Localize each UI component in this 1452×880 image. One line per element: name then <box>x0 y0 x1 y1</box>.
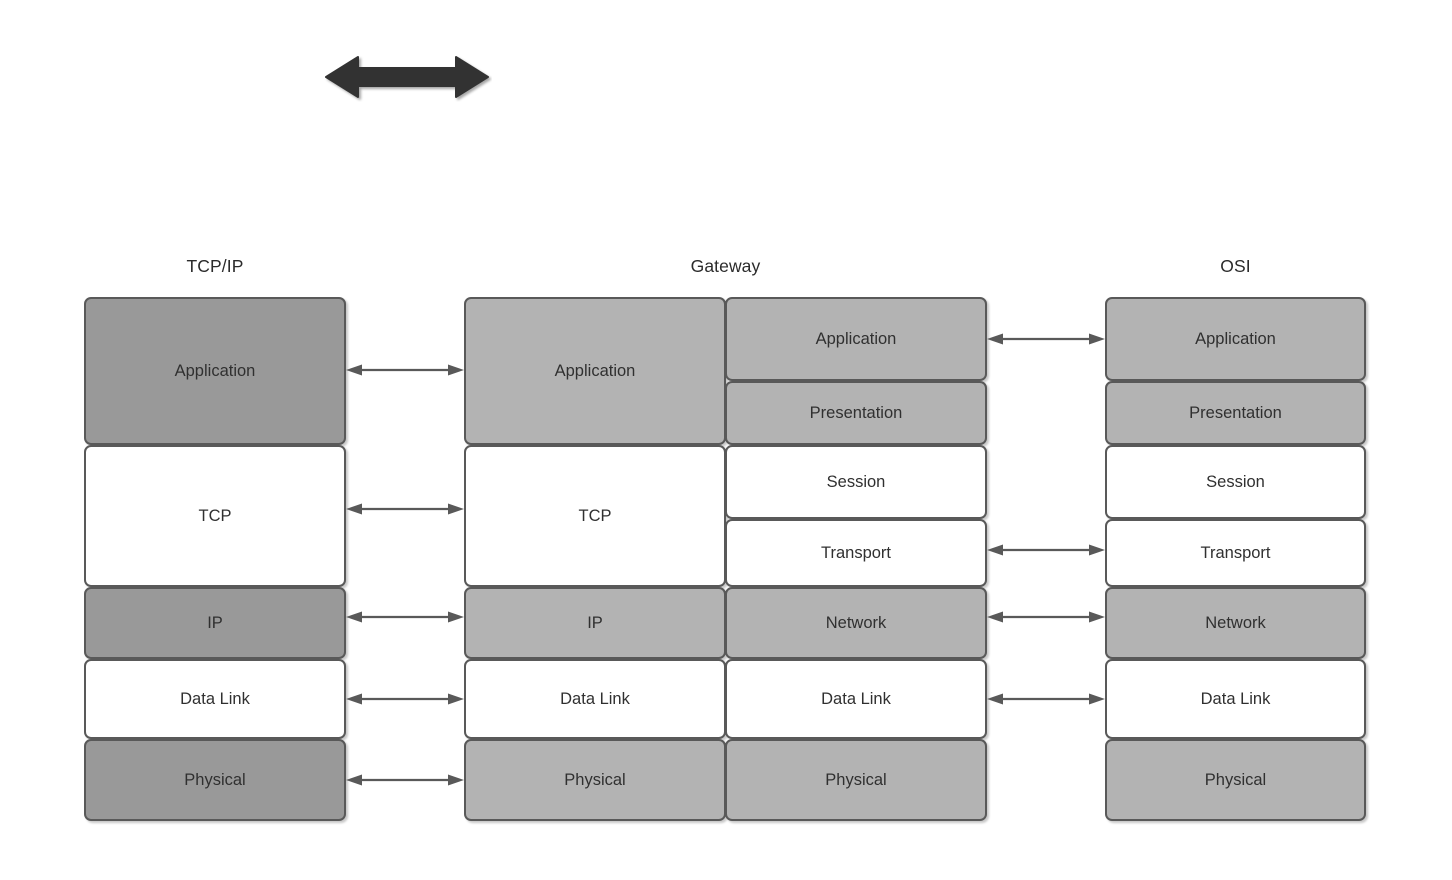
osi-layer-application[interactable]: Application <box>1105 297 1366 381</box>
connector-application-right <box>987 332 1105 346</box>
tcpip-layer-ip[interactable]: IP <box>84 587 346 659</box>
gateway-right-layer-transport[interactable]: Transport <box>725 519 987 587</box>
osi-layer-transport[interactable]: Transport <box>1105 519 1366 587</box>
gateway-left-layer-data-link[interactable]: Data Link <box>464 659 726 739</box>
gateway-right-layer-application[interactable]: Application <box>725 297 987 381</box>
gateway-left-layer-ip[interactable]: IP <box>464 587 726 659</box>
connector-data-link-right <box>987 692 1105 706</box>
gateway-left-layer-application[interactable]: Application <box>464 297 726 445</box>
connector-data-link-left <box>346 692 464 706</box>
osi-layer-data-link[interactable]: Data Link <box>1105 659 1366 739</box>
gateway-right-layer-presentation[interactable]: Presentation <box>725 381 987 445</box>
column-title-gateway: Gateway <box>690 256 761 276</box>
double-arrow-icon <box>322 52 492 102</box>
osi-layer-network[interactable]: Network <box>1105 587 1366 659</box>
column-title-tcpip: TCP/IP <box>186 256 244 276</box>
connector-transport-right <box>987 543 1105 557</box>
tcpip-layer-data-link[interactable]: Data Link <box>84 659 346 739</box>
gateway-right-layer-network[interactable]: Network <box>725 587 987 659</box>
connector-application-left <box>346 363 464 377</box>
connector-physical-left <box>346 773 464 787</box>
gateway-right-layer-session[interactable]: Session <box>725 445 987 519</box>
gateway-left-layer-physical[interactable]: Physical <box>464 739 726 821</box>
gateway-left-layer-tcp[interactable]: TCP <box>464 445 726 587</box>
column-title-osi: OSI <box>1220 256 1251 276</box>
connector-ip-left <box>346 610 464 624</box>
tcpip-layer-tcp[interactable]: TCP <box>84 445 346 587</box>
connector-tcp-left <box>346 502 464 516</box>
tcpip-layer-application[interactable]: Application <box>84 297 346 445</box>
osi-layer-physical[interactable]: Physical <box>1105 739 1366 821</box>
connector-network-right <box>987 610 1105 624</box>
gateway-right-layer-physical[interactable]: Physical <box>725 739 987 821</box>
gateway-right-layer-data-link[interactable]: Data Link <box>725 659 987 739</box>
osi-layer-session[interactable]: Session <box>1105 445 1366 519</box>
osi-layer-presentation[interactable]: Presentation <box>1105 381 1366 445</box>
tcpip-layer-physical[interactable]: Physical <box>84 739 346 821</box>
